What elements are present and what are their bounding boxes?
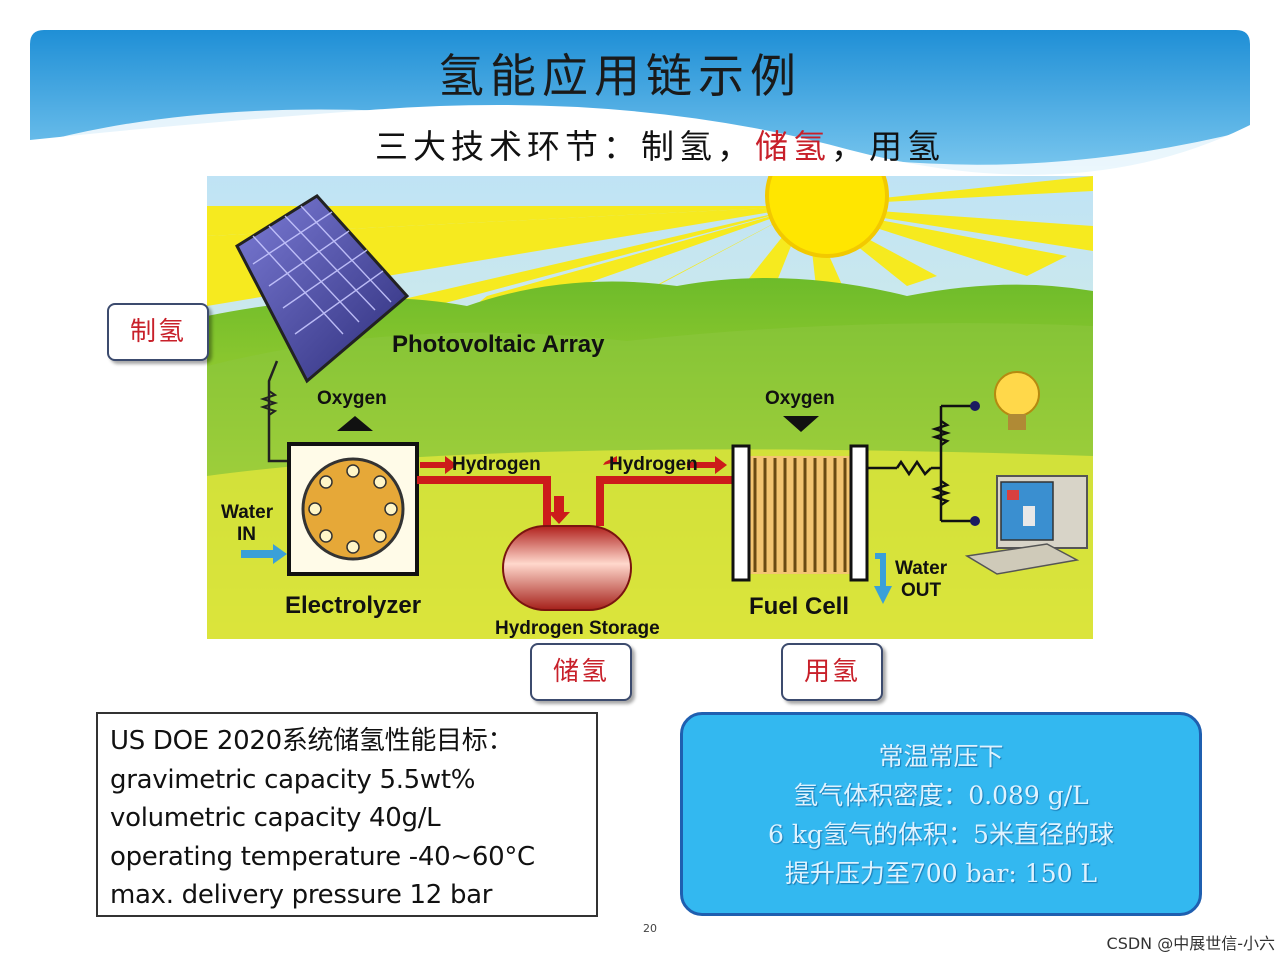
water-in-arrow-icon <box>241 544 287 564</box>
hydrogen-facts-box: 常温常压下 氢气体积密度：0.089 g/L 6 kg氢气的体积：5米直径的球 … <box>680 712 1202 916</box>
label-water-out-1: Water <box>895 558 948 579</box>
label-water-out-2: OUT <box>901 580 942 601</box>
watermark: CSDN @中展世信-小六 <box>1106 934 1275 953</box>
label-hydrogen-right: Hydrogen <box>609 454 698 475</box>
facts-line: 常温常压下 <box>878 742 1004 771</box>
label-fuel-cell: Fuel Cell <box>749 593 849 620</box>
stage-produce-label: 制氢 <box>107 303 209 361</box>
page-number: 20 <box>643 922 657 935</box>
slide-subtitle: 三大技术环节：制氢，储氢，用氢 <box>0 120 1280 168</box>
label-hydrogen-storage: Hydrogen Storage <box>495 618 660 639</box>
light-bulb-icon <box>994 371 1040 430</box>
hydrogen-pipes <box>417 476 732 526</box>
stage-use-label: 用氢 <box>781 643 883 701</box>
label-oxygen-right: Oxygen <box>765 388 835 409</box>
subtitle-highlight: 储氢 <box>755 127 831 166</box>
header-wave-banner <box>30 30 1250 180</box>
water-out-arrow-icon <box>874 586 892 604</box>
label-water-in-1: Water <box>221 502 274 523</box>
doe-targets-box: US DOE 2020系统储氢性能目标： gravimetric capacit… <box>96 712 598 917</box>
label-oxygen-left: Oxygen <box>317 388 387 409</box>
doe-line: volumetric capacity 40g/L <box>110 803 441 833</box>
subtitle-suffix: ，用氢 <box>831 127 945 166</box>
hydrogen-storage-tank-icon <box>502 525 632 611</box>
doe-line: gravimetric capacity 5.5wt% <box>110 764 476 795</box>
facts-line: 氢气体积密度：0.089 g/L <box>793 781 1089 810</box>
stage-store-label: 储氢 <box>530 643 632 701</box>
facts-line: 6 kg氢气的体积：5米直径的球 <box>768 820 1114 849</box>
facts-line: 提升压力至700 bar: 150 L <box>784 859 1098 888</box>
label-water-in-2: IN <box>237 524 256 545</box>
electrolyzer-icon <box>287 442 419 576</box>
doe-line: max. delivery pressure 12 bar <box>110 880 493 910</box>
fuel-cell-icon <box>731 444 869 582</box>
doe-line: operating temperature -40~60°C <box>110 841 535 872</box>
oxygen-in-arrow-icon <box>783 416 819 432</box>
oxygen-out-arrow-icon <box>337 416 373 431</box>
label-photovoltaic: Photovoltaic Array <box>392 331 605 358</box>
slide-title: 氢能应用链示例 <box>438 49 802 103</box>
hydrogen-chain-diagram: Photovoltaic Array Oxygen Electrolyzer W… <box>207 176 1093 639</box>
label-hydrogen-left: Hydrogen <box>452 454 541 475</box>
label-electrolyzer: Electrolyzer <box>285 592 421 619</box>
computer-icon <box>964 475 1088 575</box>
photovoltaic-panel-icon <box>235 194 410 384</box>
load-circuit <box>867 404 975 523</box>
sun-icon <box>765 176 889 258</box>
subtitle-prefix: 三大技术环节：制氢， <box>375 127 755 166</box>
doe-heading: US DOE 2020系统储氢性能目标： <box>110 726 514 756</box>
